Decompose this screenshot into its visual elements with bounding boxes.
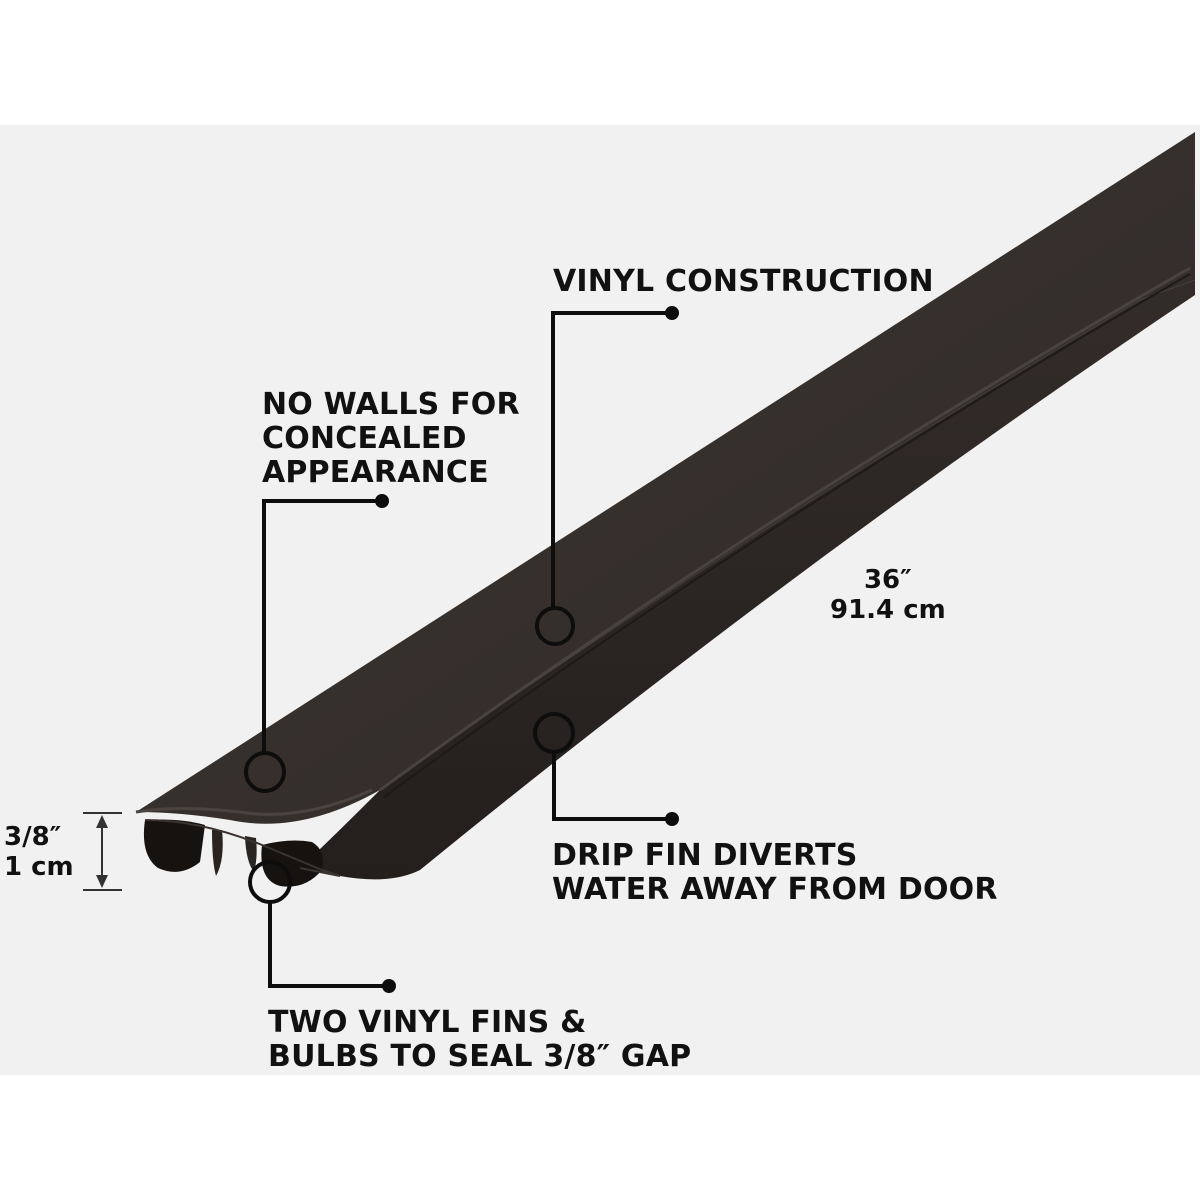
weatherstrip-product (135, 132, 1195, 887)
callout-dot-icon (665, 306, 679, 320)
height-metric: 1 cm (4, 852, 74, 882)
callout-text-line: WATER AWAY FROM DOOR (552, 872, 998, 907)
callout-text-line: TWO VINYL FINS & (268, 1005, 587, 1040)
height-imperial: 3/8″ (4, 822, 62, 852)
callout-vinyl-construction: VINYL CONSTRUCTION (553, 265, 934, 299)
callout-no-walls-connector (244, 499, 382, 793)
length-imperial: 36″ (863, 565, 912, 595)
fin-one (212, 830, 223, 876)
length-metric: 91.4 cm (830, 595, 946, 625)
height-dimension: 3/8″ 1 cm (4, 822, 74, 882)
length-dimension: 36″ 91.4 cm (830, 565, 946, 625)
height-dimension-arrow-icon (83, 812, 122, 891)
callout-text-line: VINYL CONSTRUCTION (553, 264, 934, 299)
product-drip-fin-face (300, 280, 1195, 880)
callout-two-fins-connector (248, 860, 389, 988)
fin-two (245, 836, 257, 872)
callout-drip-fin-connector (533, 712, 672, 821)
callout-text-line: DRIP FIN DIVERTS (552, 838, 858, 873)
product-top-surface (136, 132, 1195, 824)
callout-no-walls: NO WALLS FOR CONCEALED APPEARANCE (262, 388, 520, 490)
callout-drip-fin: DRIP FIN DIVERTS WATER AWAY FROM DOOR (552, 839, 998, 907)
callout-vinyl-construction-connector (535, 311, 672, 646)
product-end-profile (143, 819, 341, 887)
callout-dot-icon (375, 494, 389, 508)
callout-text-line: APPEARANCE (262, 455, 489, 490)
callout-dot-icon (665, 812, 679, 826)
callout-two-fins: TWO VINYL FINS & BULBS TO SEAL 3/8″ GAP (268, 1006, 691, 1074)
callout-text-line: BULBS TO SEAL 3/8″ GAP (268, 1039, 692, 1074)
callout-text-line: NO WALLS FOR (262, 387, 520, 422)
callout-dot-icon (382, 979, 396, 993)
left-bulb (143, 819, 205, 872)
product-ridge-line (379, 266, 1191, 792)
callout-text-line: CONCEALED (262, 421, 467, 456)
